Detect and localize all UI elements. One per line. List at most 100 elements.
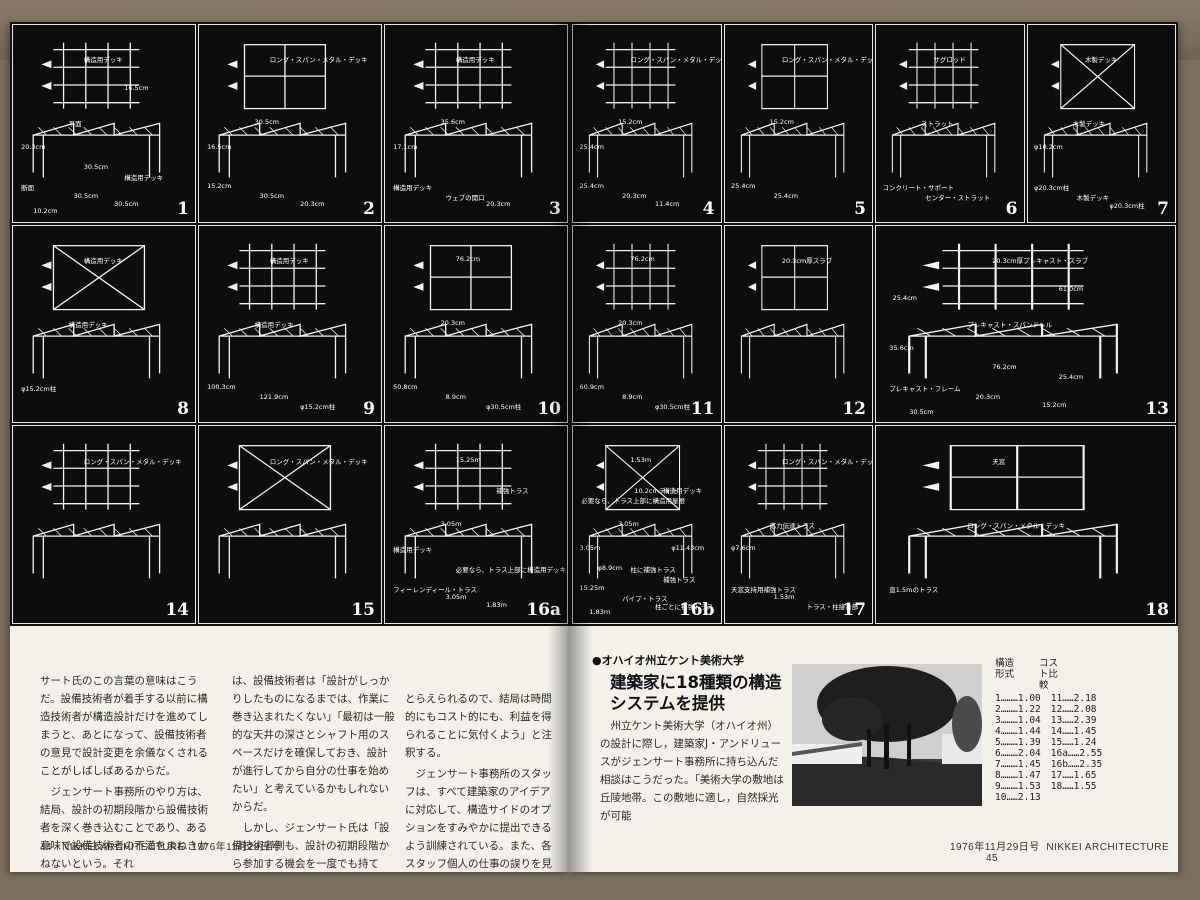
diagram-number: 12: [842, 399, 866, 420]
dimension-label: 構造用デッキ: [663, 487, 703, 496]
dimension-label: φ15.2cm柱: [300, 402, 336, 411]
diagram-number: 2: [363, 198, 375, 219]
dimension-label: 構造用デッキ: [393, 546, 433, 555]
dimension-label: 100.3cm: [207, 382, 236, 391]
dimension-label: 木製デッキ: [1076, 194, 1110, 203]
dimension-label: 平面: [68, 120, 82, 129]
dimension-label: ウェブの開口: [445, 194, 485, 203]
dimension-label: ロング・スパン・メタル・デッキ: [83, 457, 182, 466]
dimension-label: 1.83m: [589, 608, 611, 617]
dimension-label: φ11.43cm: [671, 544, 705, 553]
body-paragraph: ジェンサート事務所のスタッフは、すべて建築家のアイデアに対応して、構造サイドのオ…: [405, 768, 552, 870]
dimension-label: 16.5cm: [124, 83, 149, 92]
dimension-label: φ15.2cm柱: [21, 384, 57, 393]
dimension-label: 補強トラス: [496, 487, 529, 496]
dimension-label: 断面: [21, 184, 35, 193]
line-drawing: [588, 42, 693, 178]
magazine-name: NIKKEI ARCHITECTURE: [1046, 842, 1170, 853]
dimension-label: 30.5cm: [73, 192, 99, 201]
campus-photo: [792, 664, 982, 806]
cost-row: 8………1.47: [995, 770, 1041, 781]
cost-row: 9………1.53: [995, 781, 1041, 792]
dimension-label: φ30.5cm柱: [486, 402, 522, 411]
diagram-number: 10: [537, 399, 561, 420]
dimension-label: 30.5cm: [114, 200, 139, 209]
dimension-label: 50.8cm: [393, 382, 418, 391]
dimension-label: 25.4cm: [892, 294, 917, 303]
cost-row: 13……2.39: [1050, 715, 1097, 726]
dimension-label: 20.3cm: [975, 392, 1001, 401]
dimension-label: 柱ごとに補強トラス: [654, 603, 714, 612]
body-paragraph: サート氏のこの言葉の意味はこうだ。設備技術者が着手する以前に構造技術者が構造設計…: [40, 675, 208, 777]
dimension-label: 木製デッキ: [1084, 56, 1118, 65]
body-paragraph: ジェンサート事務所のやり方は、結局、設計の初期段階から設備技術者を深く巻き込むこ…: [40, 786, 208, 870]
dimension-label: フィーレンディール・トラス: [393, 585, 477, 594]
dimension-label: 30.5cm: [254, 118, 279, 127]
page-number: 45: [986, 853, 999, 864]
dimension-label: 3.05m: [440, 519, 462, 528]
diagram-number: 8: [177, 399, 189, 420]
diagram-number: 1: [177, 198, 189, 219]
dimension-label: ロング・スパン・メタル・デッキ: [781, 457, 873, 466]
line-drawing: [740, 244, 844, 379]
structural-diagram-14: ロング・スパン・メタル・デッキ 14: [12, 425, 196, 624]
dimension-label: 構造用デッキ: [83, 257, 123, 266]
dimension-label: 35.6cm: [440, 118, 465, 127]
article-headline: 建築家に18種類の構造システムを提供: [610, 673, 782, 713]
dimension-label: ロング・スパン・メタル・デッキ: [269, 56, 368, 65]
cost-row: 4………1.44: [995, 726, 1041, 737]
cost-row: 15……1.24: [1050, 737, 1097, 748]
article-body: 州立ケント美術大学（オハイオ州）の設計に際し，建築家J・アンドリュースがジェンサ…: [600, 717, 788, 828]
dimension-label: 15.2cm: [207, 182, 232, 191]
body-paragraph: 州立ケント美術大学（オハイオ州）の設計に際し，建築家J・アンドリュースがジェンサ…: [600, 720, 784, 822]
line-drawing: [404, 42, 533, 178]
line-drawing: [404, 444, 533, 579]
cost-row: 10……2.13: [995, 792, 1041, 803]
dimension-label: コンクリート・サポート: [882, 184, 955, 193]
dimension-label: 16.5cm: [207, 142, 232, 151]
diagram-number: 6: [1005, 198, 1018, 219]
dimension-label: 20.3cm厚スラブ: [781, 257, 833, 266]
body-column-2: は、設備技術者は「設計がしっかりしたものになるまでは、作業に巻き込まれたくない」…: [232, 672, 397, 872]
dimension-label: ロング・スパン・メタル・デッキ: [630, 56, 722, 65]
dimension-label: 1.53m: [773, 593, 795, 602]
body-paragraph: とらえられるので、結局は時間的にもコスト的にも、利益を得られることに気付くよう」…: [405, 693, 552, 759]
dimension-label: 1.83m: [486, 601, 507, 610]
dimension-label: 15.2cm: [618, 118, 643, 127]
diagram-number: 16a: [526, 600, 561, 620]
dimension-label: 25.4cm: [731, 182, 756, 191]
cost-row: 5………1.39: [995, 737, 1041, 748]
dimension-label: サグロッド: [933, 56, 966, 65]
dimension-label: 直1.5mのトラス: [889, 585, 939, 594]
diagram-number: 17: [842, 600, 866, 620]
dimension-label: 60.9cm: [579, 382, 604, 391]
dimension-label: 木製デッキ: [1072, 120, 1106, 129]
cost-row: 16b……2.35: [1050, 759, 1103, 770]
line-drawing: [32, 42, 161, 178]
diagram-number: 14: [165, 600, 189, 620]
cost-header-structure: 構造形式: [995, 658, 1015, 680]
cost-row: 17……1.65: [1050, 770, 1097, 781]
magazine-name: NIKKEI ARCHITECTURE: [61, 842, 185, 853]
left-footer: 44 NIKKEI ARCHITECTURE 1976年11月29日号: [40, 838, 281, 853]
dimension-label: 柱に補強トラス: [630, 565, 676, 574]
dimension-label: トラス・柱接合部: [806, 603, 859, 612]
dimension-label: 30.5cm: [83, 162, 109, 171]
dimension-label: 30.5cm: [259, 192, 285, 201]
line-drawing: [1043, 44, 1147, 178]
dimension-label: 応力伝達トラス: [769, 521, 815, 530]
cost-row: 14……1.45: [1050, 726, 1097, 737]
dimension-label: 20.3cm厚プレキャスト・スラブ: [992, 257, 1089, 266]
dimension-label: 15.25m: [579, 583, 605, 592]
diagram-number: 15: [351, 600, 375, 620]
article-kicker: ●オハイオ州立ケント美術大学: [592, 654, 745, 667]
dimension-label: 76.2cm: [630, 255, 655, 264]
dimension-label: 構造用デッキ: [254, 321, 294, 330]
body-paragraph: は、設備技術者は「設計がしっかりしたものになるまでは、作業に巻き込まれたくない」…: [232, 675, 395, 813]
